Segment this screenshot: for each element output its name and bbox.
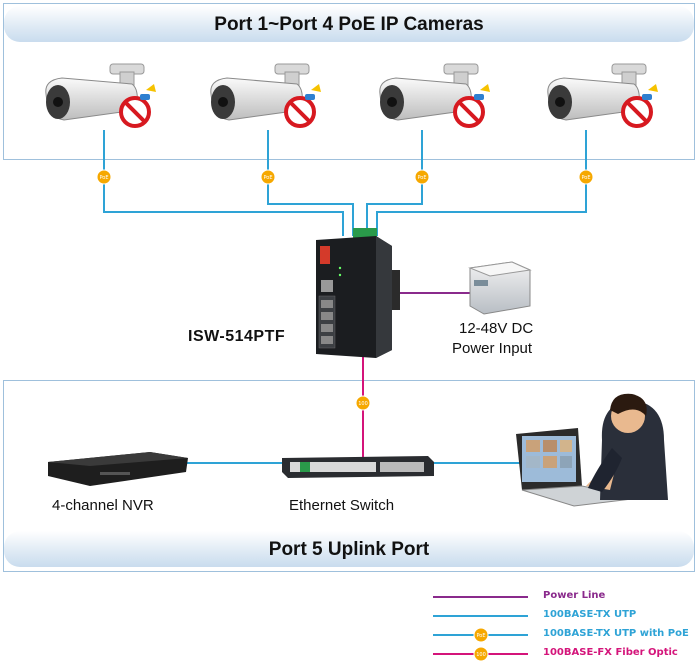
nvr-label: 4-channel NVR (52, 497, 154, 514)
fiber-100-badge: 100 (355, 395, 371, 411)
ip-camera-icon (45, 63, 156, 128)
svg-text:100: 100 (476, 652, 486, 658)
power-input-label-line1: 12-48V DC (459, 320, 534, 337)
uplink-panel-title: Port 5 Uplink Port (268, 539, 430, 560)
switch-label: Ethernet Switch (289, 497, 395, 514)
legend-utp: 100BASE-TX UTP (543, 609, 637, 620)
power-input-label-line2: Power Input (452, 340, 533, 357)
svg-text:PoE: PoE (476, 633, 485, 639)
poe-badge: PoE (260, 169, 276, 185)
ethernet-switch-icon (282, 456, 434, 478)
poe-utp-links (103, 130, 587, 236)
legend-power-line: Power Line (543, 590, 606, 601)
legend-fiber: 100BASE-FX Fiber Optic (543, 647, 678, 658)
power-supply-icon (468, 261, 532, 315)
svg-text:100: 100 (358, 401, 368, 407)
svg-text:PoE: PoE (581, 175, 590, 181)
svg-text:PoE: PoE (417, 175, 426, 181)
isw-514ptf-switch-icon (316, 228, 400, 358)
poe-badge: PoE (578, 169, 594, 185)
poe-badge: PoE (414, 169, 430, 185)
svg-text:PoE: PoE (263, 175, 272, 181)
svg-text:PoE: PoE (99, 175, 108, 181)
laptop-user-icon (516, 393, 668, 507)
uplink-panel-header (4, 531, 694, 567)
device-model-label: ISW-514PTF (188, 328, 286, 345)
legend-samples: PoE 100 (433, 596, 528, 662)
nvr-icon (48, 452, 188, 486)
legend-utp-poe: 100BASE-TX UTP with PoE (543, 628, 689, 639)
cameras-panel-title: Port 1~Port 4 PoE IP Cameras (214, 14, 484, 35)
cameras-panel-header (4, 6, 694, 42)
poe-badge: PoE (96, 169, 112, 185)
